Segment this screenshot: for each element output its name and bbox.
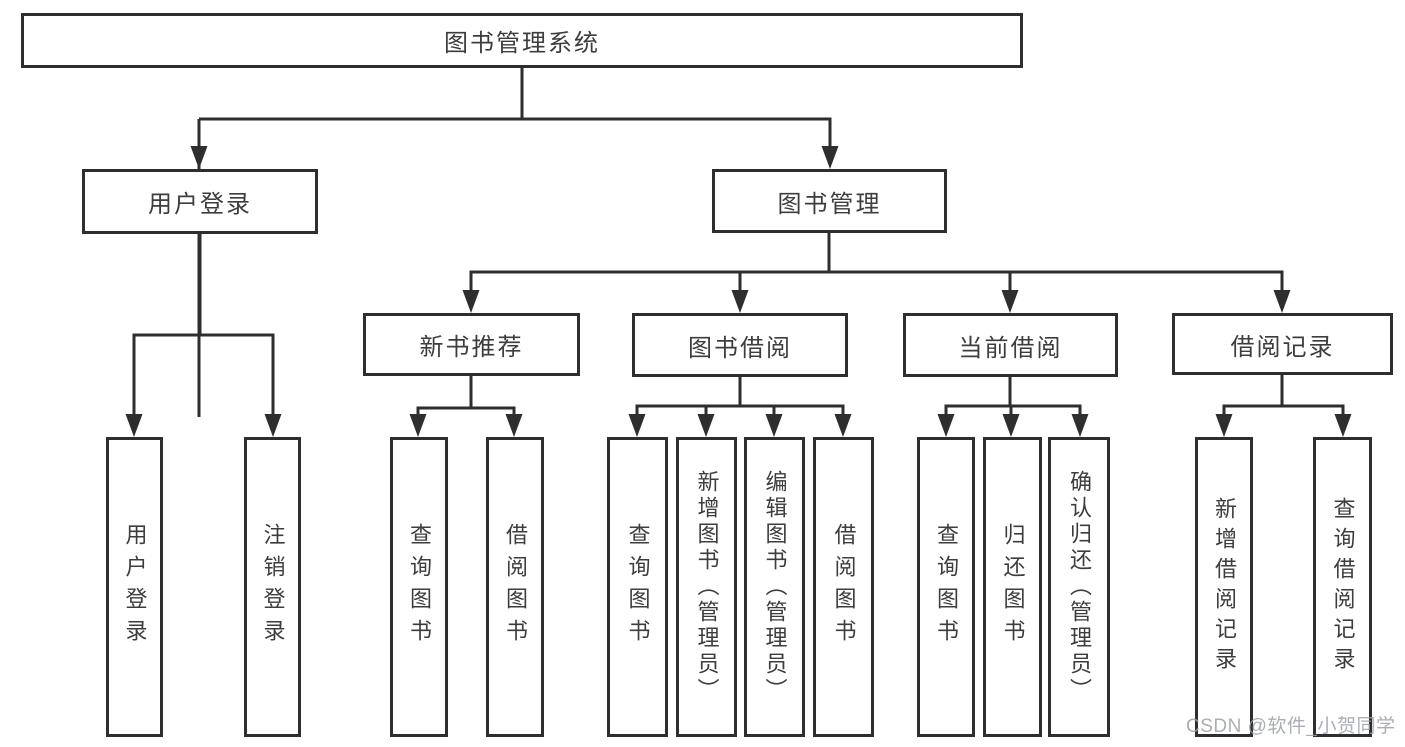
leaf-user-login-label: 用户登录 [122,523,148,651]
node-user-login-label: 用户登录 [148,191,252,218]
connector-newbookrec-to-leaves [409,376,523,437]
leaf-query-books-2-label: 查询图书 [625,523,651,651]
connector-bookmgmt-to-level3 [462,233,1291,313]
leaf-edit-books-admin: 编辑图书（管理员） [744,437,805,737]
leaf-confirm-return-admin: 确认归还（管理员） [1048,437,1110,737]
connector-currentborrow-to-leaves [937,377,1089,437]
leaf-return-books-label: 归还图书 [1000,523,1026,651]
leaf-query-books-1: 查询图书 [390,437,448,737]
node-new-book-recommend-label: 新书推荐 [419,334,524,361]
leaf-add-borrow-record-label: 新增借阅记录 [1212,497,1237,677]
node-current-borrow-label: 当前借阅 [958,334,1063,362]
leaf-borrow-books-2: 借阅图书 [813,437,874,737]
leaf-add-books-admin-label: 新增图书（管理员） [694,470,720,704]
leaf-borrow-books-1-label: 借阅图书 [503,523,528,651]
connector-bookborrow-to-leaves [628,377,852,437]
leaf-add-books-admin: 新增图书（管理员） [676,437,737,737]
connector-borrowrecords-to-leaves [1215,375,1352,437]
leaf-return-books: 归还图书 [983,437,1042,737]
csdn-watermark: CSDN @软件_小贺同学 [1186,716,1396,737]
node-root-label: 图书管理系统 [444,30,600,57]
leaf-query-books-1-label: 查询图书 [407,523,432,651]
connector-userlogin-to-leaves [125,234,282,437]
node-book-borrow: 图书借阅 [632,313,848,377]
node-book-borrow-label: 图书借阅 [688,334,792,362]
leaf-user-login: 用户登录 [106,437,163,737]
node-new-book-recommend: 新书推荐 [363,313,580,376]
leaf-borrow-books-1: 借阅图书 [486,437,544,737]
leaf-query-books-3-label: 查询图书 [934,523,959,651]
node-book-management: 图书管理 [712,169,947,233]
leaf-edit-books-admin-label: 编辑图书（管理员） [762,470,788,704]
leaf-query-books-2: 查询图书 [607,437,668,737]
leaf-query-borrow-record: 查询借阅记录 [1313,437,1372,737]
leaf-query-borrow-record-label: 查询借阅记录 [1330,497,1356,677]
node-book-management-label: 图书管理 [777,190,882,218]
leaf-logout: 注销登录 [244,437,301,737]
node-borrow-records: 借阅记录 [1172,313,1393,375]
leaf-logout-label: 注销登录 [260,523,286,651]
node-current-borrow: 当前借阅 [903,313,1118,377]
node-borrow-records-label: 借阅记录 [1230,333,1335,361]
leaf-borrow-books-2-label: 借阅图书 [831,523,857,651]
leaf-confirm-return-admin-label: 确认归还（管理员） [1067,470,1092,704]
node-root-system: 图书管理系统 [21,13,1023,68]
leaf-query-books-3: 查询图书 [917,437,975,737]
node-user-login: 用户登录 [82,169,318,234]
leaf-add-borrow-record: 新增借阅记录 [1195,437,1253,737]
